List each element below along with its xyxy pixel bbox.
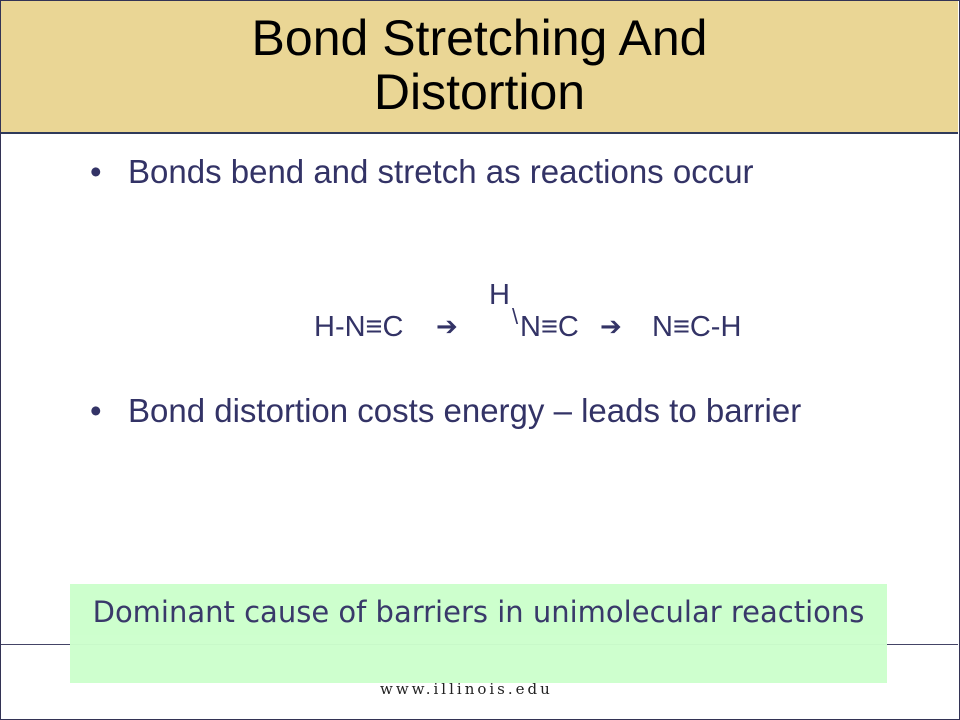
title-band: Bond Stretching And Distortion — [1, 1, 958, 134]
title-line-2: Distortion — [373, 64, 586, 120]
product-formula: N≡C-H — [652, 311, 742, 343]
bullet-marker: • — [90, 153, 102, 190]
transition-state-bond: \ — [512, 304, 519, 329]
reaction-arrow-icon: ➔ — [436, 312, 458, 342]
bullet-text: Bond distortion costs energy – leads to … — [128, 392, 802, 429]
bullet-item: • Bonds bend and stretch as reactions oc… — [90, 151, 868, 193]
callout-text: Dominant cause of barriers in unimolecul… — [92, 595, 865, 629]
transition-state-hydrogen: H — [489, 279, 510, 311]
callout-box: Dominant cause of barriers in unimolecul… — [70, 584, 887, 683]
reactant-formula: H-N≡C — [314, 311, 404, 343]
slide-title: Bond Stretching And Distortion — [1, 11, 958, 119]
footer-url: www.illinois.edu — [380, 680, 553, 698]
title-line-1: Bond Stretching And — [251, 10, 708, 66]
bullet-marker: • — [90, 392, 102, 429]
bullet-item: • Bond distortion costs energy – leads t… — [90, 390, 888, 432]
reaction-arrow-icon: ➔ — [600, 312, 622, 342]
transition-state-formula: N≡C — [520, 311, 579, 343]
bullet-text: Bonds bend and stretch as reactions occu… — [128, 153, 754, 190]
